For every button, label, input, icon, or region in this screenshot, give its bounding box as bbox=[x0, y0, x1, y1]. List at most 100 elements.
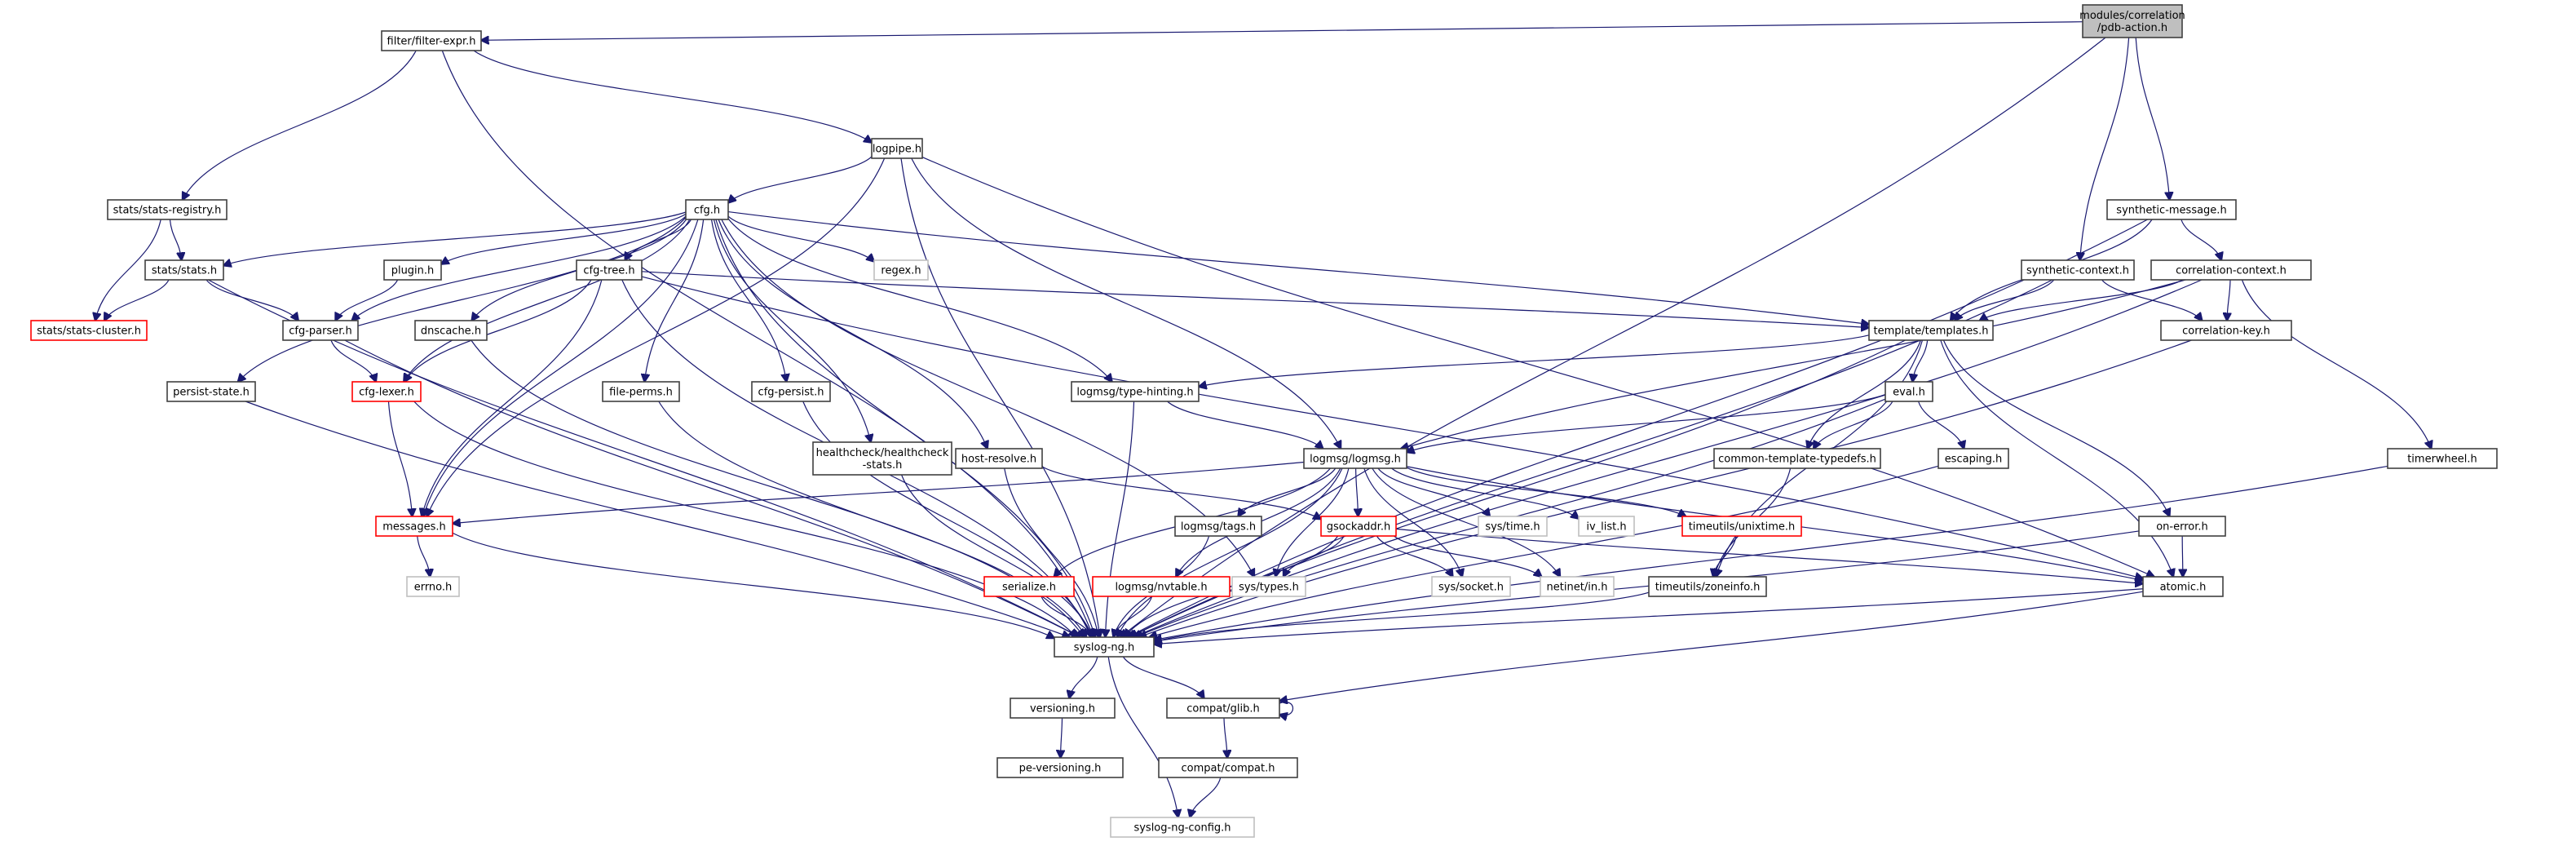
edge-pdb-to-syslogng bbox=[1120, 37, 2106, 637]
node-persist[interactable]: persist-state.h bbox=[166, 381, 256, 402]
node-statsreg[interactable]: stats/stats-registry.h bbox=[107, 199, 228, 220]
node-label: cfg-parser.h bbox=[289, 326, 352, 338]
node-typedefs[interactable]: common-template-typedefs.h bbox=[1713, 448, 1881, 469]
node-label: template/templates.h bbox=[1874, 326, 1989, 338]
node-eval[interactable]: eval.h bbox=[1885, 381, 1933, 402]
node-label: atomic.h bbox=[2160, 582, 2207, 594]
node-label: stats/stats.h bbox=[152, 265, 217, 277]
node-label: cfg-lexer.h bbox=[359, 387, 414, 399]
node-synmsg[interactable]: synthetic-message.h bbox=[2106, 199, 2237, 220]
node-box bbox=[383, 259, 442, 281]
node-tags[interactable]: logmsg/tags.h bbox=[1174, 516, 1262, 537]
edge-cfg-to-templates bbox=[727, 210, 1869, 325]
edge-plugin-to-cfgparser bbox=[335, 279, 399, 321]
edge-eval-to-typedefs bbox=[1814, 401, 1893, 449]
node-label: dnscache.h bbox=[421, 326, 481, 338]
node-healthcheck[interactable]: healthcheck/healthcheck-stats.h bbox=[812, 441, 952, 476]
edge-glib-to-glib bbox=[1279, 701, 1293, 715]
node-logmsg[interactable]: logmsg/logmsg.h bbox=[1303, 448, 1407, 469]
edge-gsockaddr-to-netinet bbox=[1394, 535, 1541, 577]
node-zoneinfo[interactable]: timeutils/zoneinfo.h bbox=[1648, 576, 1767, 597]
edge-onerror-to-syslogng bbox=[1154, 530, 2140, 641]
node-box bbox=[1868, 320, 1994, 341]
node-versioning[interactable]: versioning.h bbox=[1010, 698, 1116, 719]
node-label: syslog-ng.h bbox=[1074, 642, 1135, 654]
node-filter[interactable]: filter/filter-expr.h bbox=[381, 30, 482, 51]
node-label: -stats.h bbox=[863, 459, 903, 472]
node-plugin[interactable]: plugin.h bbox=[383, 259, 442, 281]
node-label: /pdb-action.h bbox=[2097, 22, 2167, 34]
node-serialize[interactable]: serialize.h bbox=[983, 576, 1075, 597]
node-compat[interactable]: compat/compat.h bbox=[1158, 757, 1298, 778]
node-cfgpersist[interactable]: cfg-persist.h bbox=[751, 381, 831, 402]
edge-stats-to-statscluster bbox=[104, 279, 170, 321]
edge-statsreg-to-stats bbox=[169, 219, 181, 260]
edge-timerwheel-to-syslogng bbox=[1154, 465, 2388, 640]
edge-gsockaddr-to-atomic bbox=[1395, 528, 2143, 583]
node-peversioning[interactable]: pe-versioning.h bbox=[996, 757, 1124, 778]
node-cfgtree[interactable]: cfg-tree.h bbox=[576, 259, 643, 281]
node-logpipe[interactable]: logpipe.h bbox=[871, 138, 923, 159]
node-label: escaping.h bbox=[1945, 454, 2003, 466]
node-fileperms[interactable]: file-perms.h bbox=[602, 381, 680, 402]
edge-healthcheck-to-syslogng bbox=[900, 474, 1093, 637]
edge-synctx-to-syslogng bbox=[1129, 279, 2053, 637]
edge-logmsg-to-messages bbox=[453, 461, 1305, 524]
edge-logmsg-to-systime bbox=[1377, 467, 1490, 516]
edge-filter-to-statsreg bbox=[183, 50, 417, 200]
node-dnscache[interactable]: dnscache.h bbox=[414, 320, 488, 341]
edge-cfgtree-to-atomic bbox=[641, 276, 2143, 578]
edge-cfgparser-to-cfglexer bbox=[330, 339, 376, 382]
node-atomic[interactable]: atomic.h bbox=[2142, 576, 2224, 597]
edge-cfg-to-stats bbox=[223, 211, 687, 265]
edge-cfglexer-to-syslogng bbox=[413, 401, 1077, 637]
edge-atomic-to-syslogng bbox=[1154, 588, 2144, 644]
node-messages[interactable]: messages.h bbox=[375, 516, 453, 537]
node-glib[interactable]: compat/glib.h bbox=[1166, 698, 1280, 719]
edge-templates-to-atomic bbox=[1940, 339, 2173, 577]
node-statscluster[interactable]: stats/stats-cluster.h bbox=[30, 320, 148, 341]
edge-logpipe-to-syslogng bbox=[900, 157, 1100, 637]
node-typehint[interactable]: logmsg/type-hinting.h bbox=[1071, 381, 1200, 402]
node-cfglexer[interactable]: cfg-lexer.h bbox=[351, 381, 422, 402]
node-templates[interactable]: template/templates.h bbox=[1868, 320, 1994, 341]
node-corrkey[interactable]: correlation-key.h bbox=[2160, 320, 2292, 341]
edge-corrctx-to-syslogng bbox=[1133, 279, 2203, 637]
node-box bbox=[983, 576, 1075, 597]
node-nvtable[interactable]: logmsg/nvtable.h bbox=[1092, 576, 1231, 597]
node-gsockaddr[interactable]: gsockaddr.h bbox=[1320, 516, 1397, 537]
node-box bbox=[406, 576, 460, 597]
node-box bbox=[351, 381, 422, 402]
node-box bbox=[751, 381, 831, 402]
node-onerror[interactable]: on-error.h bbox=[2138, 516, 2226, 537]
node-label: host-resolve.h bbox=[961, 454, 1036, 466]
edge-eval-to-escaping bbox=[1917, 401, 1964, 449]
node-timerwheel[interactable]: timerwheel.h bbox=[2387, 448, 2498, 469]
node-synctx[interactable]: synthetic-context.h bbox=[2021, 259, 2135, 281]
node-stats[interactable]: stats/stats.h bbox=[144, 259, 224, 281]
edge-gsockaddr-to-syssocket bbox=[1376, 535, 1452, 577]
node-unixtime[interactable]: timeutils/unixtime.h bbox=[1681, 516, 1802, 537]
edge-templates-to-onerror bbox=[1942, 339, 2169, 516]
node-pdb[interactable]: modules/correlation/pdb-action.h bbox=[2079, 4, 2185, 38]
edge-corrctx-to-templates bbox=[1980, 279, 2183, 321]
node-box bbox=[873, 259, 929, 281]
node-box bbox=[1681, 516, 1802, 537]
node-label: sys/time.h bbox=[1485, 521, 1540, 534]
node-config: syslog-ng-config.h bbox=[1110, 817, 1255, 838]
node-syslogng[interactable]: syslog-ng.h bbox=[1054, 636, 1155, 658]
edge-cfg-to-cfglexer bbox=[404, 219, 691, 382]
node-box bbox=[2150, 259, 2312, 281]
node-hostresolve[interactable]: host-resolve.h bbox=[955, 448, 1043, 469]
edge-templates-to-typehint bbox=[1199, 334, 1870, 387]
node-corrctx[interactable]: correlation-context.h bbox=[2150, 259, 2312, 281]
edge-cfg-to-healthcheck bbox=[713, 219, 870, 442]
edge-logmsg-to-gsockaddr bbox=[1356, 467, 1359, 516]
node-cfg[interactable]: cfg.h bbox=[685, 199, 729, 220]
edge-logpipe-to-atomic bbox=[921, 157, 2154, 577]
edge-versioning-to-peversioning bbox=[1060, 717, 1062, 758]
node-box bbox=[2387, 448, 2498, 469]
node-box bbox=[1431, 576, 1511, 597]
node-escaping[interactable]: escaping.h bbox=[1938, 448, 2009, 469]
node-cfgparser[interactable]: cfg-parser.h bbox=[282, 320, 359, 341]
